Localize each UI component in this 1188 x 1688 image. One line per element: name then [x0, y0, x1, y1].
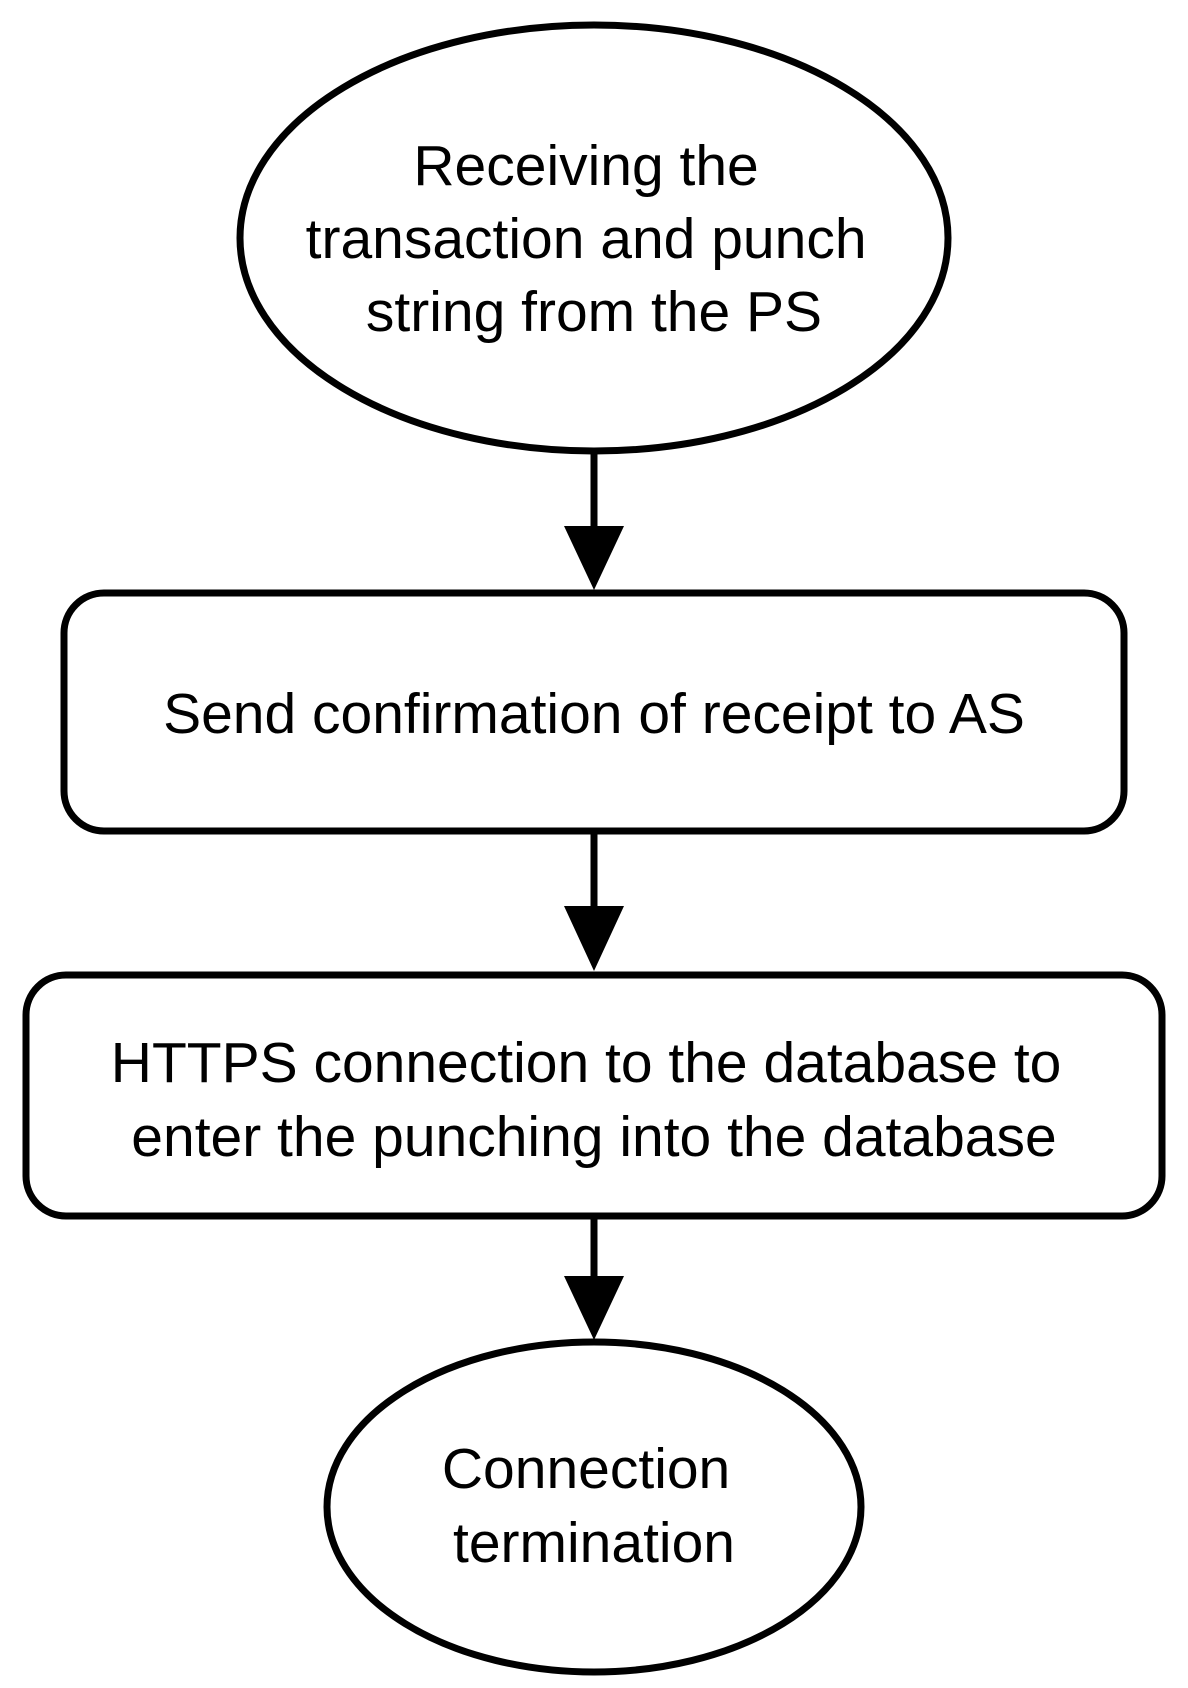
node-https-line-1: HTTPS connection to the database to: [111, 1031, 1062, 1095]
node-https-connection: HTTPS connection to the database to ente…: [22, 971, 1166, 1220]
start-ellipse: [236, 21, 952, 455]
svg-text:Receiving the transactio: Receiving the transaction and punch stri…: [306, 134, 883, 344]
svg-text:Connection termination: Connection termination: [442, 1437, 746, 1575]
end-ellipse: [323, 1338, 865, 1676]
node-receive-line-3: string from the PS: [366, 280, 822, 344]
svg-text:Send confirmation of receipt t: Send confirmation of receipt to AS: [163, 682, 1025, 746]
arrowhead-icon: [564, 1276, 624, 1340]
node-receive-line-2: transaction and punch: [306, 207, 867, 271]
connector-https-to-terminate: [564, 1217, 624, 1340]
connector-receive-to-confirm: [564, 452, 624, 590]
process-box: [60, 589, 1128, 835]
svg-text:HTTPS connection to the databa: HTTPS connection to the database to ente…: [111, 1031, 1077, 1169]
process-box: [22, 971, 1166, 1220]
connector-confirm-to-https: [564, 832, 624, 971]
node-connection-termination: Connection termination: [323, 1338, 865, 1676]
node-https-line-2: enter the punching into the database: [131, 1105, 1056, 1169]
node-terminate-line-1: Connection: [442, 1437, 730, 1501]
node-receive-line-1: Receiving the: [413, 134, 758, 198]
arrowhead-icon: [564, 906, 624, 971]
node-confirm-line-1: Send confirmation of receipt to AS: [163, 682, 1025, 746]
node-send-confirmation: Send confirmation of receipt to AS: [60, 589, 1128, 835]
node-receive-transaction: Receiving the transaction and punch stri…: [236, 21, 952, 455]
arrowhead-icon: [564, 526, 624, 590]
node-terminate-line-2: termination: [453, 1511, 735, 1575]
